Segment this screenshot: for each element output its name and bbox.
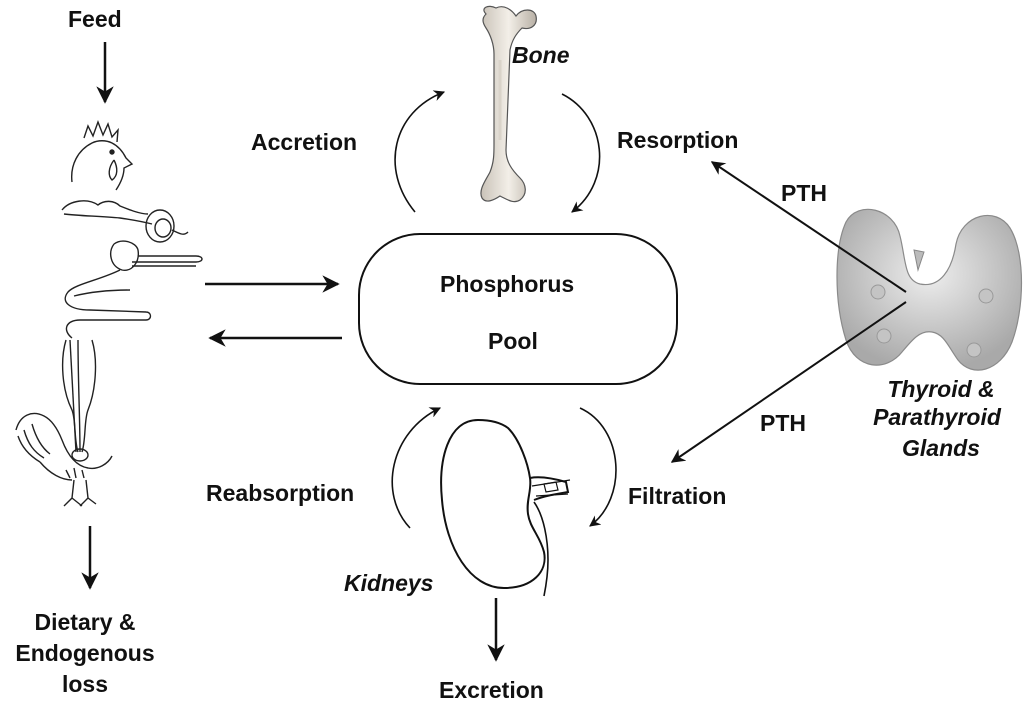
thyroid-line3-label: Glands [902,435,980,461]
excretion-label: Excretion [439,677,544,703]
pth-bottom-label: PTH [760,410,806,436]
reabsorption-label: Reabsorption [206,480,355,506]
resorption-arrow [561,93,601,213]
pth-top-label: PTH [781,180,827,206]
accretion-arrow [394,90,446,213]
kidneys-label: Kidneys [344,570,434,596]
bone-label: Bone [512,42,570,68]
accretion-label: Accretion [251,129,358,155]
loss-line3-label: loss [61,671,109,697]
pool-line2-label: Pool [488,328,538,354]
thyroid-line1-label: Thyroid & [887,376,995,402]
resorption-label: Resorption [617,127,739,153]
feed-label: Feed [68,6,122,32]
chicken-digestive-tract-icon [15,119,203,507]
loss-line1-label: Dietary & [34,609,136,635]
pth-resorption-arrow [710,161,907,293]
bone-icon [480,5,537,203]
reabsorption-arrow [391,407,442,529]
filtration-label: Filtration [628,483,727,509]
pool-line1-label: Phosphorus [440,271,575,297]
thyroid-gland-icon [836,208,1023,371]
pth-filtration-arrow [670,301,907,463]
phosphorus-pool-box [358,233,678,385]
kidney-icon [440,418,571,597]
loss-line2-label: Endogenous [15,640,155,666]
thyroid-line2-label: Parathyroid [873,404,1001,430]
filtration-arrow [579,407,617,527]
